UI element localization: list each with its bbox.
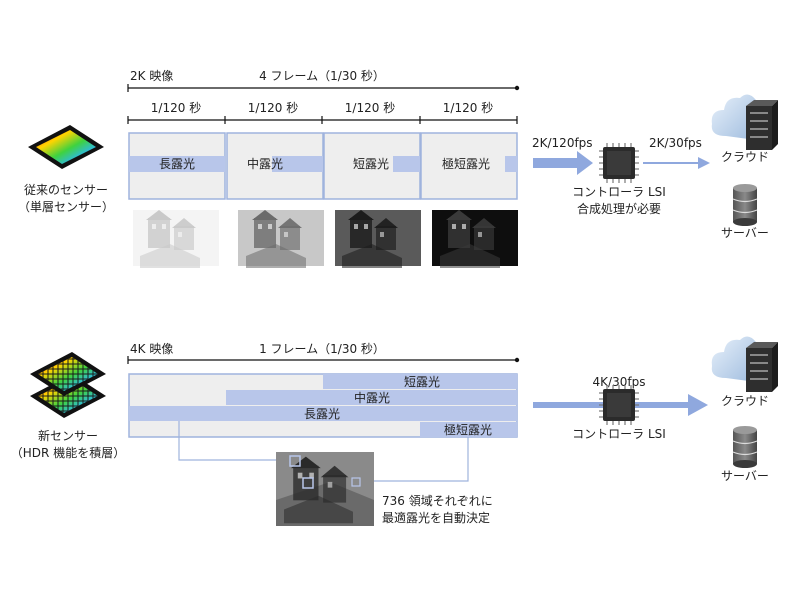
bottom-resolution-label: 4K 映像 xyxy=(130,342,173,356)
connector-ultrashort xyxy=(355,437,469,482)
svg-text:短露光: 短露光 xyxy=(404,375,440,389)
top-input-arrow xyxy=(533,151,593,175)
top-chip-label: コントローラ LSI xyxy=(572,185,666,199)
bottom-rate: 4K/30fps xyxy=(593,375,646,389)
bottom-cloud-server-icon xyxy=(711,336,778,392)
top-resolution-label: 2K 映像 xyxy=(130,69,173,83)
top-server-label: サーバー xyxy=(721,226,769,240)
svg-text:極短露光: 極短露光 xyxy=(444,422,492,437)
thumbnail-ultrashort-exposure xyxy=(432,210,518,268)
conventional-sensor-sublabel: （単層センサー） xyxy=(18,200,114,214)
hdr-sensor-label: 新センサー xyxy=(38,428,98,443)
bar-mid-exposure: 中露光 xyxy=(226,390,517,405)
top-cloud-label: クラウド xyxy=(721,150,769,164)
hdr-note-line-1: 736 領域それぞれに xyxy=(382,493,493,508)
subframe-box-ultrashort: 極短露光 xyxy=(420,132,518,200)
bottom-section: 新センサー （HDR 機能を積層） 4K 映像 1 フレーム（1/30 秒） 短… xyxy=(11,336,778,526)
connector-long xyxy=(178,421,276,461)
top-database-icon xyxy=(732,183,758,227)
bottom-chip-label: コントローラ LSI xyxy=(572,427,666,441)
hdr-sensor-sublabel: （HDR 機能を積層） xyxy=(11,445,125,460)
top-cloud-server-icon xyxy=(711,94,778,150)
bottom-server-label: サーバー xyxy=(721,469,769,483)
subframe-time-2: 1/120 秒 xyxy=(248,101,298,115)
hdr-frame-box: 短露光 中露光 長露光 極短露光 xyxy=(128,373,518,438)
subframe-box-long: 長露光 xyxy=(128,132,226,200)
top-chip-note: 合成処理が必要 xyxy=(577,201,661,216)
bottom-controller-chip-icon xyxy=(598,384,640,426)
thumbnail-long-exposure xyxy=(133,210,219,268)
conventional-sensor-icon xyxy=(28,125,104,169)
top-frame-label: 4 フレーム（1/30 秒） xyxy=(259,69,385,83)
conventional-sensor-label: 従来のセンサー xyxy=(24,183,108,197)
svg-text:短露光: 短露光 xyxy=(353,157,389,171)
bottom-database-icon xyxy=(732,425,758,469)
top-input-rate: 2K/120fps xyxy=(532,136,593,150)
subframe-time-4: 1/120 秒 xyxy=(443,101,493,115)
top-output-arrow-head xyxy=(698,157,710,169)
svg-text:長露光: 長露光 xyxy=(159,157,195,171)
svg-text:中露光: 中露光 xyxy=(247,156,283,171)
top-output-rate: 2K/30fps xyxy=(649,136,702,150)
top-frame-endpoint xyxy=(514,85,520,91)
bottom-frame-label: 1 フレーム（1/30 秒） xyxy=(259,342,385,356)
hdr-note-line-2: 最適露光を自動決定 xyxy=(382,510,490,525)
subframe-box-mid: 中露光 xyxy=(226,132,324,200)
bar-short-exposure: 短露光 xyxy=(323,374,517,389)
hdr-stacked-sensor-icon xyxy=(30,352,106,418)
top-section: 従来のセンサー （単層センサー） 2K 映像 4 フレーム（1/30 秒） 1/… xyxy=(18,69,778,268)
subframe-time-3: 1/120 秒 xyxy=(345,101,395,115)
thumbnail-short-exposure xyxy=(335,210,421,268)
subframe-time-1: 1/120 秒 xyxy=(151,101,201,115)
thumbnail-mid-exposure xyxy=(238,210,324,268)
bottom-arrow-head xyxy=(688,394,708,416)
bottom-frame-endpoint xyxy=(514,357,520,363)
svg-text:極短露光: 極短露光 xyxy=(442,156,490,171)
hdr-composite-image xyxy=(276,452,374,526)
svg-text:長露光: 長露光 xyxy=(304,407,340,421)
subframe-box-short: 短露光 xyxy=(323,132,421,200)
bar-long-exposure: 長露光 xyxy=(129,406,517,421)
svg-text:中露光: 中露光 xyxy=(354,390,390,405)
bar-ultrashort-exposure: 極短露光 xyxy=(420,422,517,437)
bottom-cloud-label: クラウド xyxy=(721,394,769,408)
top-controller-chip-icon xyxy=(598,142,640,184)
